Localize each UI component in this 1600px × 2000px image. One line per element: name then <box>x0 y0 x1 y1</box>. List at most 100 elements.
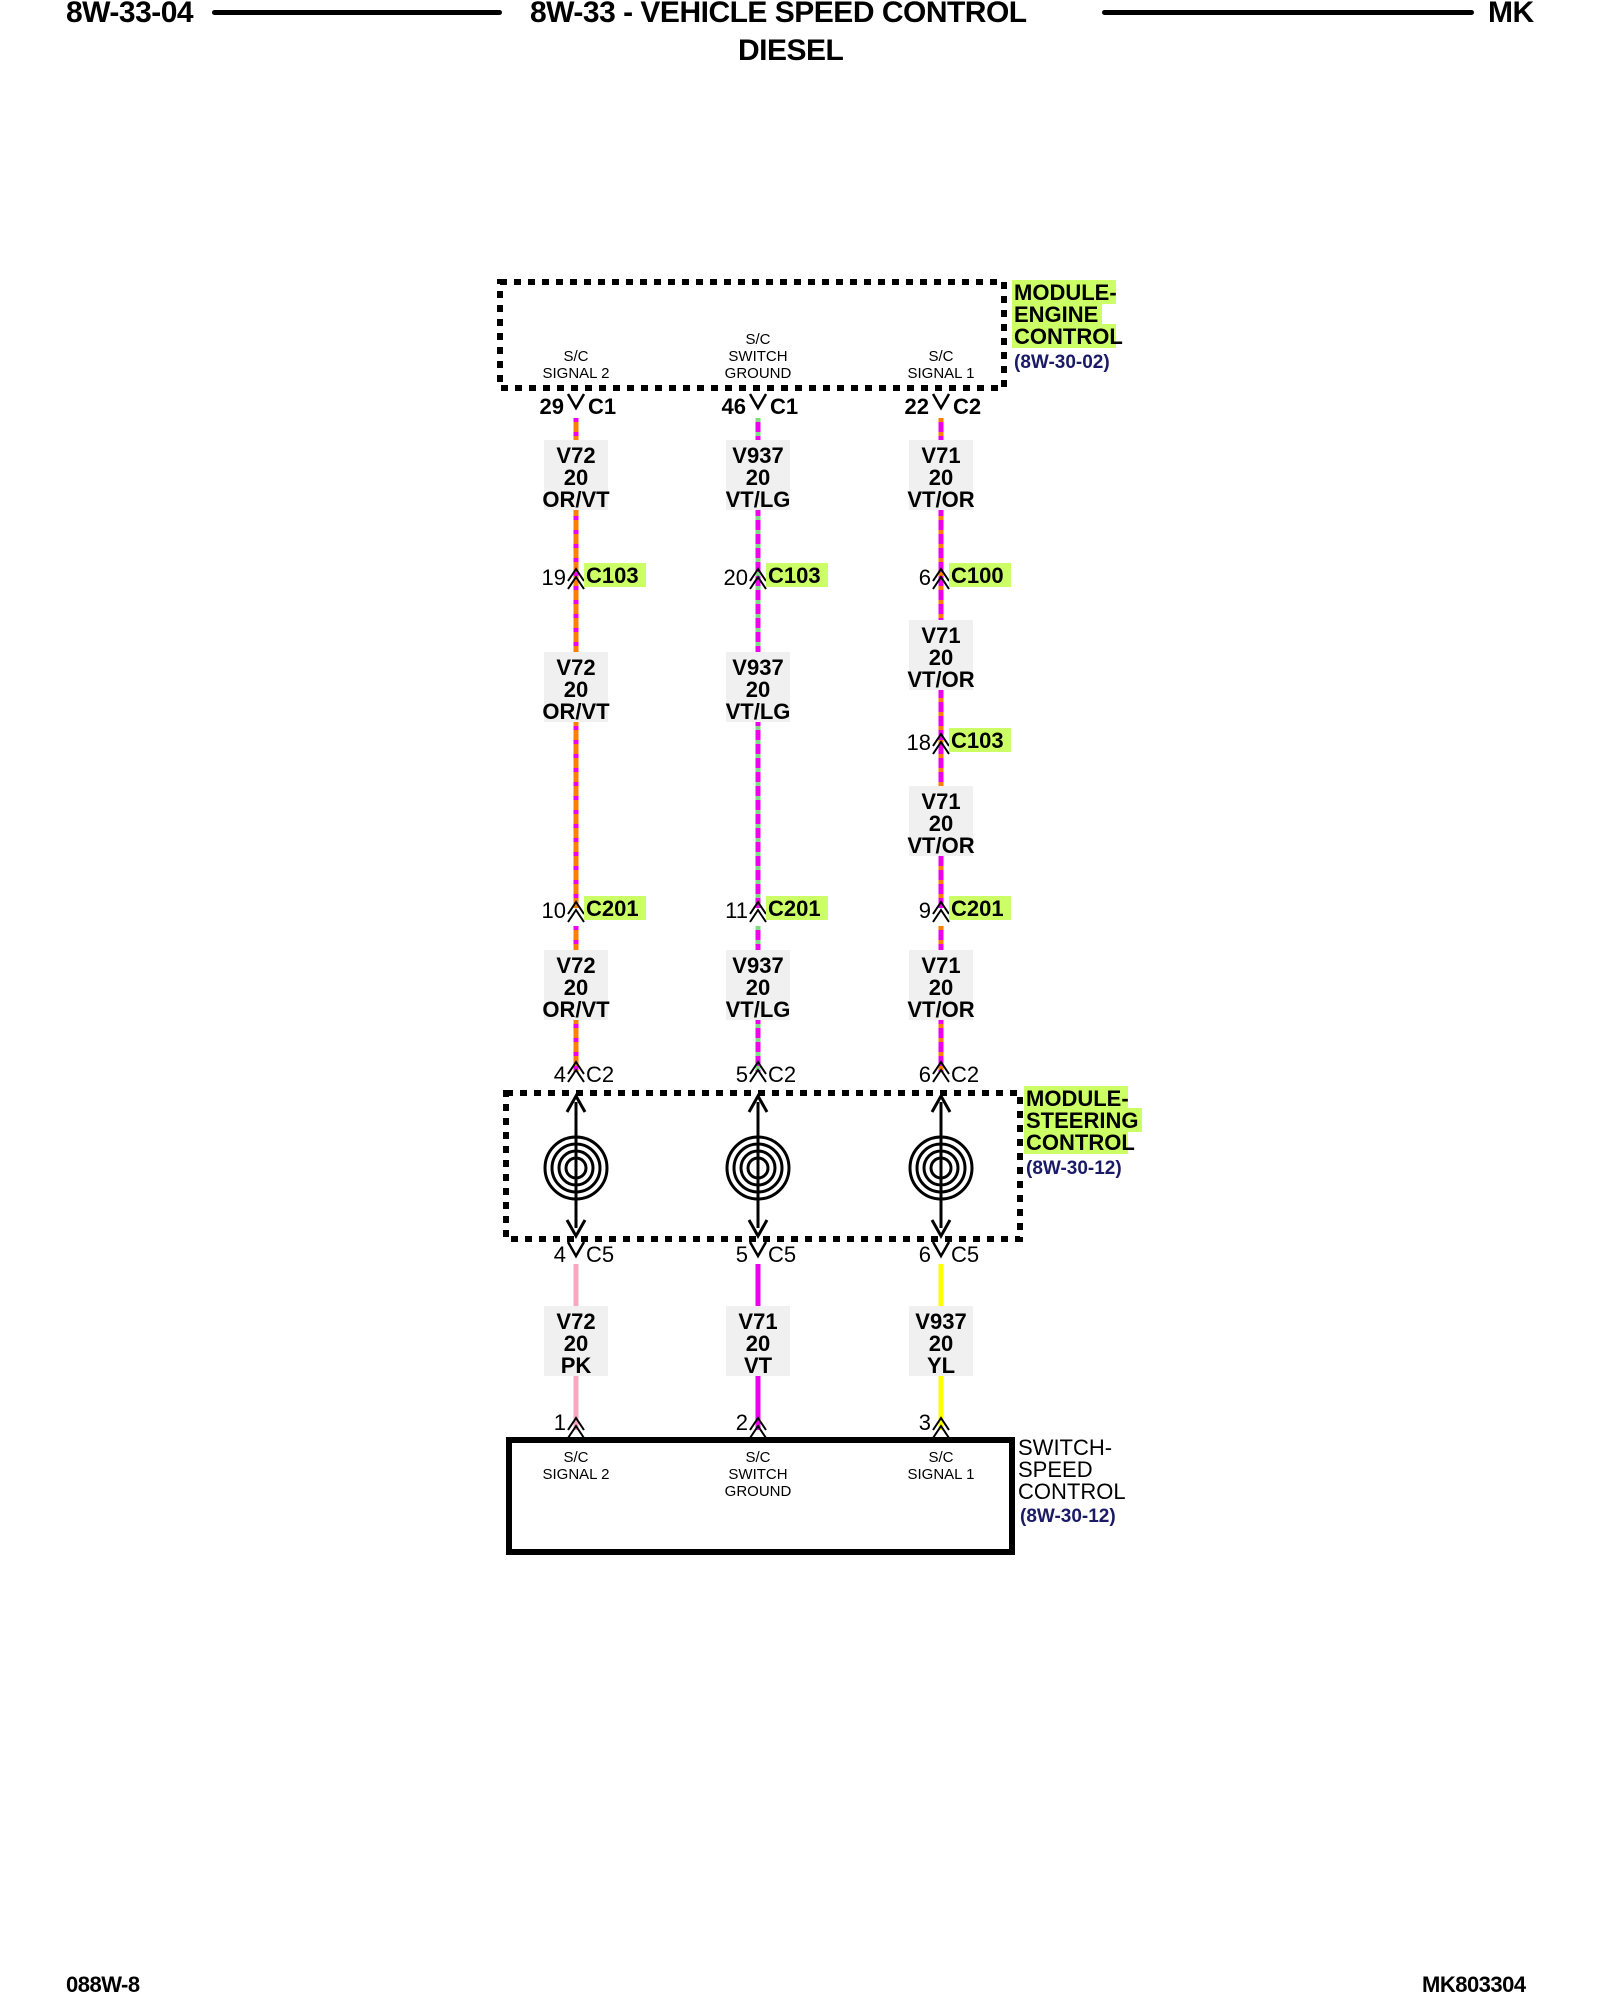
inline-connector-name: C103 <box>951 728 1004 753</box>
inline-connector-terminal <box>932 732 950 747</box>
switch-wire-label-circuit: V72 <box>556 1309 595 1334</box>
upper-wire-label-circuit: V72 <box>556 443 595 468</box>
lower-wire-label-circuit: V71 <box>921 953 960 978</box>
steering-in-connector: C2 <box>586 1062 614 1087</box>
steering-out-connector: C5 <box>768 1242 796 1267</box>
ecm-pin-label: S/C <box>563 348 588 365</box>
lower-wire-label-color: OR/VT <box>542 997 610 1022</box>
inline-connector-terminal <box>749 567 767 582</box>
steering-in-terminal <box>567 1060 585 1075</box>
switch-name-line: SPEED <box>1018 1457 1093 1482</box>
inline-connector-pin: 18 <box>907 730 931 755</box>
footer-left-code: 088W-8 <box>66 1972 140 1997</box>
steering-ref: (8W-30-12) <box>1026 1158 1122 1179</box>
ecm-terminal <box>931 393 951 411</box>
steering-in-terminal <box>749 1060 767 1075</box>
inline-connector-name-highlight <box>766 896 828 920</box>
mid-wire-label-circuit: V71 <box>921 623 960 648</box>
labels-layer: MODULE-ENGINECONTROL(8W-30-02)MODULE-STE… <box>540 280 1142 1527</box>
upper-wire-label-color: OR/VT <box>542 487 610 512</box>
clock-spring-icon <box>725 1092 791 1240</box>
ecm-name-line-highlight <box>1012 324 1116 348</box>
inline-connector-terminal <box>567 567 585 582</box>
lower-wire-label-bg <box>544 950 608 1020</box>
steering-in-pin: 5 <box>736 1062 748 1087</box>
ecm-pin-label: SIGNAL 2 <box>543 365 610 382</box>
steering-name-line: MODULE- <box>1026 1086 1129 1111</box>
ecm-ref: (8W-30-02) <box>1014 352 1110 373</box>
ecm-pin-label: SIGNAL 1 <box>908 365 975 382</box>
inline-connector-terminal-inner <box>567 575 585 590</box>
ecm-connector: C1 <box>588 394 616 419</box>
footer-right-code: MK803304 <box>1422 1972 1526 1997</box>
mid-wire-label-circuit: V937 <box>732 655 783 680</box>
steering-out-pin: 6 <box>919 1242 931 1267</box>
switch-pin-label: S/C <box>563 1449 588 1466</box>
upper-wire-label-bg <box>544 440 608 510</box>
mid-wire-label-bg <box>726 652 790 722</box>
upper-wire-label-bg <box>909 440 973 510</box>
steering-name-line-highlight <box>1024 1086 1128 1110</box>
steering-name-line: CONTROL <box>1026 1130 1135 1155</box>
lower-wire-label-circuit: V937 <box>732 953 783 978</box>
clock-spring-icon-arrow-down <box>747 1219 769 1240</box>
ecm-pin-label: GROUND <box>725 365 792 382</box>
inline-connector-pin: 19 <box>542 565 566 590</box>
switch-name-line: SWITCH- <box>1018 1435 1112 1460</box>
upper-wire-label-gauge: 20 <box>929 465 953 490</box>
clock-spring-icon-arrow-up <box>565 1092 587 1113</box>
switch-terminal-inner <box>567 1424 585 1439</box>
mid-wire-label-gauge: 20 <box>929 645 953 670</box>
lower-wire-label-color: VT/OR <box>907 997 974 1022</box>
ecm-pin-label: S/C <box>745 331 770 348</box>
steering-in-connector: C2 <box>951 1062 979 1087</box>
steering-out-terminal <box>931 1241 951 1259</box>
page-subtitle: DIESEL <box>738 34 844 67</box>
clock-spring-icon-arrow-down <box>565 1219 587 1240</box>
steering-out-pin: 5 <box>736 1242 748 1267</box>
inline-connector-terminal-inner <box>749 575 767 590</box>
upper-wire-label-bg <box>726 440 790 510</box>
upper-wire-label-color: VT/LG <box>726 487 791 512</box>
ecm-pin-number: 29 <box>540 394 564 419</box>
switch-pin-label: SIGNAL 2 <box>543 1466 610 1483</box>
mid-wire-label-bg <box>909 620 973 690</box>
switch-terminal <box>567 1416 585 1431</box>
inline-connector-terminal <box>932 900 950 915</box>
mid-wire-label-circuit: V72 <box>556 655 595 680</box>
inline-connector-terminal-inner <box>567 908 585 923</box>
lower-wire-label-bg <box>726 950 790 1020</box>
switch-ref: (8W-30-12) <box>1020 1506 1116 1527</box>
ecm-pin-number: 46 <box>722 394 746 419</box>
lower-wire-label-gauge: 20 <box>746 975 770 1000</box>
model-code: MK <box>1488 0 1534 29</box>
ecm-connector: C1 <box>770 394 798 419</box>
upper-wire-label-circuit: V71 <box>921 443 960 468</box>
steering-out-pin: 4 <box>554 1242 566 1267</box>
steering-out-connector: C5 <box>951 1242 979 1267</box>
steering-out-terminal <box>748 1241 768 1259</box>
inline-connector-name-highlight <box>584 563 646 587</box>
steering-out-connector: C5 <box>586 1242 614 1267</box>
switch-wire-label-bg <box>726 1306 790 1376</box>
switch-wire-label-gauge: 20 <box>929 1331 953 1356</box>
steering-in-pin: 6 <box>919 1062 931 1087</box>
inline-connector-pin: 6 <box>919 565 931 590</box>
upper-wire-label-gauge: 20 <box>564 465 588 490</box>
mid-wire-label-color: OR/VT <box>542 699 610 724</box>
inline-connector-name: C201 <box>586 896 639 921</box>
clock-spring-icon-arrow-down <box>930 1219 952 1240</box>
steering-in-terminal <box>932 1060 950 1075</box>
ecm-name-line-highlight <box>1012 280 1116 304</box>
component-boxes-layer <box>497 279 1023 1555</box>
inline-connector-name: C100 <box>951 563 1004 588</box>
mid-wire-label-gauge: 20 <box>929 811 953 836</box>
clock-spring-icon-arrow-up <box>930 1092 952 1113</box>
inline-connector-pin: 20 <box>724 565 748 590</box>
clock-spring-icon <box>543 1092 609 1240</box>
switch-terminal-inner <box>932 1424 950 1439</box>
ecm-name-line-highlight <box>1012 302 1102 326</box>
switch-pin-number: 2 <box>736 1410 748 1435</box>
ecm-name-line: ENGINE <box>1014 302 1098 327</box>
